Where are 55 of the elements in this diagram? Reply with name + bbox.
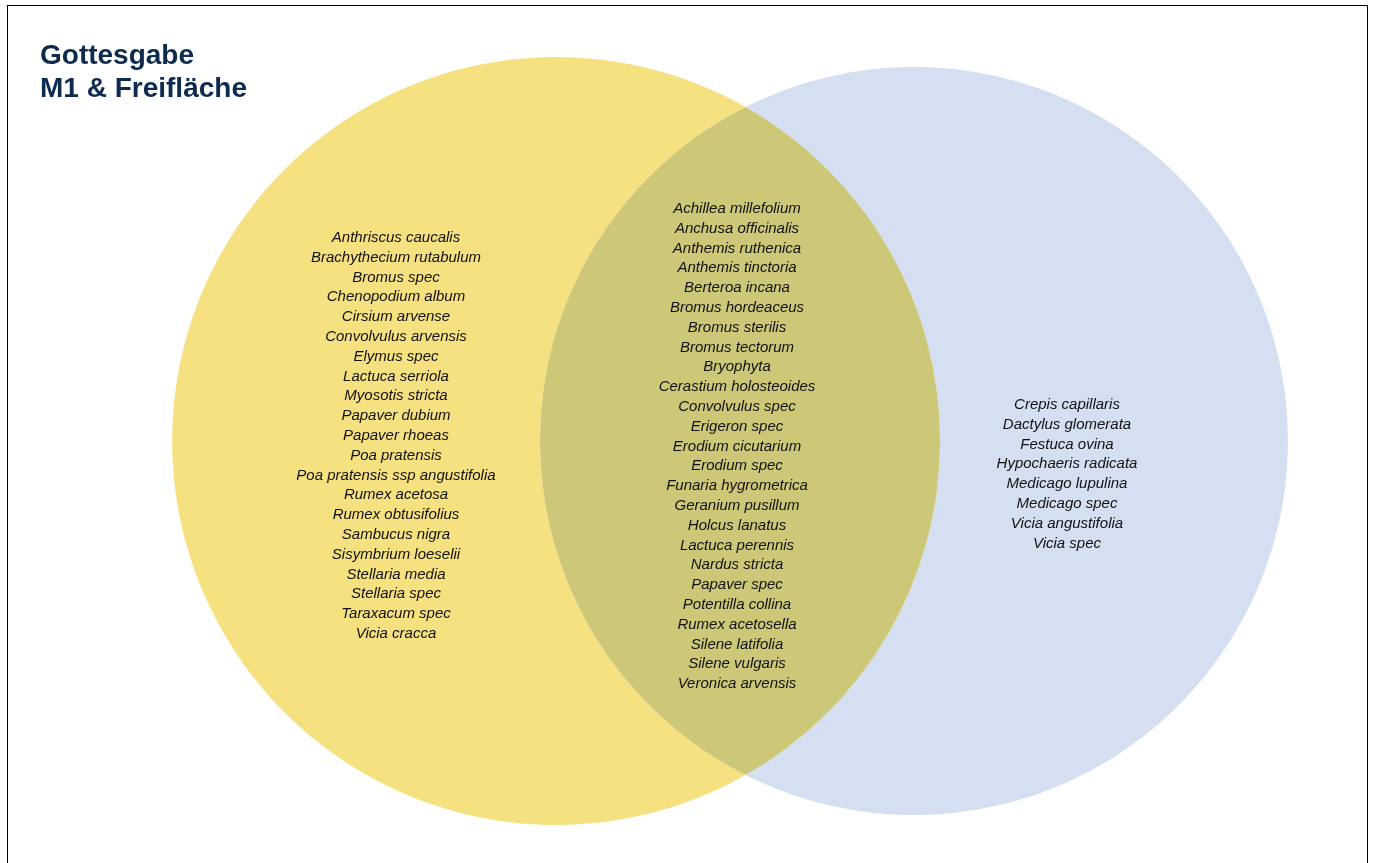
species-name: Erodium spec — [691, 455, 783, 476]
species-name: Rumex obtusifolius — [332, 504, 460, 524]
species-name: Vicia spec — [1032, 532, 1102, 553]
title: Gottesgabe M1 & Freifläche — [40, 38, 247, 104]
species-name: Silene latifolia — [690, 633, 784, 654]
species-name: Convolvulus spec — [678, 395, 796, 416]
species-name: Hypochaeris radicata — [996, 453, 1138, 474]
species-name: Veronica arvensis — [677, 673, 797, 693]
species-name: Medicago lupulina — [1006, 473, 1128, 493]
species-name: Anthemis tinctoria — [677, 257, 797, 278]
species-name: Cerastium holosteoides — [658, 376, 816, 396]
species-name: Bromus hordeaceus — [669, 297, 805, 317]
species-name: Vicia angustifolia — [1010, 512, 1124, 533]
species-name: Myosotis stricta — [344, 385, 448, 406]
species-name: Erigeron spec — [690, 415, 784, 436]
species-name: Achillea millefolium — [673, 198, 801, 218]
species-name: Convolvulus arvensis — [325, 326, 467, 346]
species-name: Taraxacum spec — [341, 603, 451, 623]
species-name: Rumex acetosella — [677, 613, 797, 634]
species-name: Chenopodium album — [326, 286, 466, 307]
species-name: Papaver rhoeas — [343, 424, 449, 445]
species-name: Geranium pusillum — [674, 494, 800, 515]
species-name: Sisymbrium loeselii — [331, 543, 461, 564]
species-name: Stellaria spec — [350, 583, 441, 604]
species-name: Brachythecium rutabulum — [310, 246, 482, 267]
species-name: Dactylus glomerata — [1002, 413, 1132, 434]
species-name: Cirsium arvense — [341, 306, 451, 326]
species-name: Lactuca perennis — [679, 534, 795, 555]
species-name: Bromus sterilis — [687, 316, 787, 337]
species-name: Elymus spec — [353, 345, 439, 366]
species-name: Erodium cicutarium — [672, 435, 802, 456]
species-name: Vicia cracca — [355, 622, 437, 643]
species-name: Poa pratensis ssp angustifolia — [296, 464, 496, 485]
species-name: Potentilla collina — [682, 593, 792, 614]
species-name: Festuca ovina — [1020, 433, 1114, 454]
species-name: Silene vulgaris — [688, 653, 786, 674]
species-name: Poa pratensis — [350, 444, 442, 465]
species-name: Papaver spec — [691, 574, 783, 594]
species-name: Bromus tectorum — [679, 336, 795, 357]
species-name: Anthemis ruthenica — [672, 237, 802, 258]
species-name: Holcus lanatus — [687, 514, 787, 535]
species-name: Medicago spec — [1016, 493, 1118, 513]
species-name: Lactuca serriola — [343, 365, 449, 386]
species-name: Anchusa officinalis — [674, 217, 800, 238]
species-name: Bromus spec — [352, 266, 440, 287]
species-name: Funaria hygrometrica — [666, 475, 808, 495]
species-name: Bryophyta — [703, 356, 771, 377]
species-name: Papaver dubium — [341, 405, 451, 425]
species-name: Nardus stricta — [690, 554, 784, 575]
species-name: Sambucus nigra — [341, 523, 451, 544]
species-name: Stellaria media — [346, 563, 446, 584]
species-name: Berteroa incana — [684, 277, 790, 297]
species-name: Rumex acetosa — [343, 484, 449, 505]
species-name: Anthriscus caucalis — [331, 227, 461, 247]
species-name: Crepis capillaris — [1014, 394, 1120, 414]
